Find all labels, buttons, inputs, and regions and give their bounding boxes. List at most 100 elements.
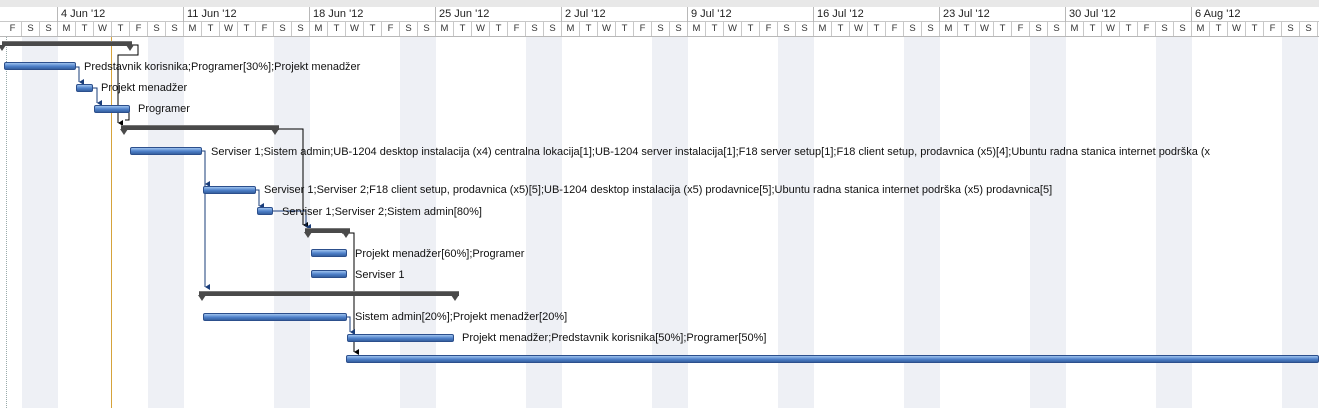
day-cell: T (580, 22, 598, 36)
day-cell: S (166, 22, 184, 36)
weekend-band (1156, 37, 1192, 408)
week-label: 9 Jul '12 (691, 8, 732, 20)
day-cell: F (4, 22, 22, 36)
day-cell: F (508, 22, 526, 36)
day-cell: S (544, 22, 562, 36)
link-r1-r2 (76, 66, 84, 85)
task-bar-row-6[interactable] (203, 186, 256, 194)
day-cell: F (256, 22, 274, 36)
summary-bar-phase-2[interactable] (121, 125, 279, 130)
day-cell: T (616, 22, 634, 36)
week-separator (57, 7, 58, 22)
summary-bar-start-cap (0, 45, 6, 51)
day-cell: S (922, 22, 940, 36)
week-separator (1191, 7, 1192, 22)
day-cell: F (886, 22, 904, 36)
day-cell: M (688, 22, 706, 36)
day-cell: T (1084, 22, 1102, 36)
resource-label-row-7: Serviser 1;Serviser 2;Sistem admin[80%] (282, 206, 482, 218)
resource-label-row-9: Projekt menadžer[60%];Programer (355, 248, 525, 260)
day-cell: M (814, 22, 832, 36)
day-cell: S (904, 22, 922, 36)
task-bar-row-14[interactable] (346, 355, 1319, 363)
task-bar-row-7[interactable] (257, 207, 273, 215)
weekend-band (652, 37, 688, 408)
task-bar-row-12[interactable] (203, 313, 347, 321)
day-cell: T (112, 22, 130, 36)
weekend-band (400, 37, 436, 408)
day-cell: W (598, 22, 616, 36)
task-bar-row-10[interactable] (311, 270, 347, 278)
timescale-day-row (0, 22, 1319, 37)
week-label: 23 Jul '12 (943, 8, 990, 20)
day-cell: T (1210, 22, 1228, 36)
day-cell: S (1300, 22, 1318, 36)
week-label: 16 Jul '12 (817, 8, 864, 20)
day-cell: T (202, 22, 220, 36)
day-cell: M (940, 22, 958, 36)
day-cell: T (868, 22, 886, 36)
day-cell: T (76, 22, 94, 36)
summary-bar-phase-1[interactable] (2, 41, 132, 46)
week-separator (939, 7, 940, 22)
summary-bar-end-cap (271, 129, 279, 135)
day-cell: T (958, 22, 976, 36)
week-separator (687, 7, 688, 22)
task-bar-row-13[interactable] (347, 334, 454, 342)
current-date-line (111, 37, 112, 408)
resource-label-row-10: Serviser 1 (355, 269, 405, 281)
day-cell: S (670, 22, 688, 36)
summary-bar-phase-4[interactable] (199, 291, 459, 296)
day-cell: W (472, 22, 490, 36)
summary-bar-end-cap (342, 232, 350, 238)
link-r2-r3 (93, 87, 102, 106)
day-cell: M (310, 22, 328, 36)
link-r7-r8 (273, 210, 311, 230)
summary-bar-end-cap (126, 45, 134, 51)
day-cell: M (1192, 22, 1210, 36)
day-cell: T (328, 22, 346, 36)
day-cell: S (1156, 22, 1174, 36)
day-cell: T (742, 22, 760, 36)
weekend-band (22, 37, 58, 408)
task-bar-row-5[interactable] (130, 147, 202, 155)
resource-label-row-5: Serviser 1;Sistem admin;UB-1204 desktop … (211, 146, 1211, 158)
day-cell: F (382, 22, 400, 36)
resource-label-row-12: Sistem admin[20%];Projekt menadžer[20%] (355, 311, 568, 323)
week-separator (561, 7, 562, 22)
project-start-line (6, 37, 7, 408)
day-cell: F (634, 22, 652, 36)
link-r0-r5 (117, 44, 139, 126)
summary-bar-phase-3[interactable] (305, 228, 350, 233)
day-cell: F (130, 22, 148, 36)
day-cell: M (1066, 22, 1084, 36)
day-cell: M (436, 22, 454, 36)
task-bar-row-1[interactable] (4, 62, 76, 70)
task-bar-row-2[interactable] (76, 84, 93, 92)
day-cell: M (58, 22, 76, 36)
day-cell: W (850, 22, 868, 36)
day-cell: T (238, 22, 256, 36)
task-bar-row-3[interactable] (94, 105, 130, 113)
resource-label-row-1: Predstavnik korisnika;Programer[30%];Pro… (84, 61, 361, 73)
day-cell: T (706, 22, 724, 36)
week-separator (309, 7, 310, 22)
week-label: 11 Jun '12 (187, 8, 237, 20)
link-r12-r13 (346, 316, 355, 335)
day-cell: S (22, 22, 40, 36)
day-cell: T (490, 22, 508, 36)
week-label: 25 Jun '12 (439, 8, 490, 20)
timescale-week-row (0, 7, 1319, 22)
day-cell: S (274, 22, 292, 36)
day-cell: S (652, 22, 670, 36)
day-cell: W (94, 22, 112, 36)
day-cell: T (832, 22, 850, 36)
week-label: 4 Jun '12 (61, 8, 106, 20)
week-label: 2 Jul '12 (565, 8, 606, 20)
day-cell: T (364, 22, 382, 36)
weekend-band (148, 37, 184, 408)
day-cell: F (760, 22, 778, 36)
week-label: 30 Jul '12 (1069, 8, 1116, 20)
task-bar-row-9[interactable] (311, 249, 347, 257)
